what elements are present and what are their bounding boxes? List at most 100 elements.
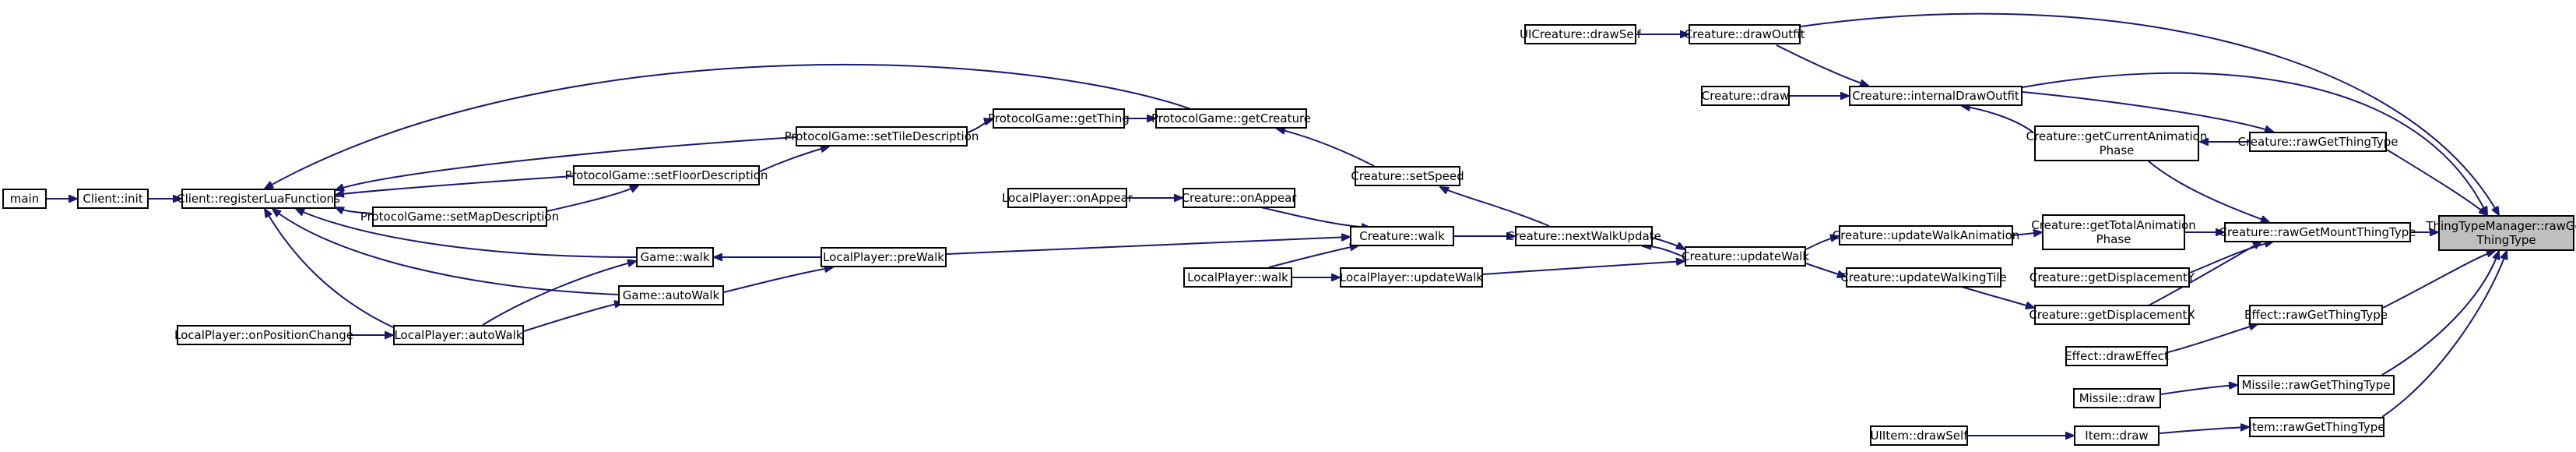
node-label: Missile::rawGetThingType (2241, 378, 2390, 392)
node-box (821, 247, 947, 267)
graph-node[interactable]: UICreature::drawSelf (1520, 24, 1642, 44)
node-label: Missile::draw (2079, 391, 2156, 405)
nodes-layer: ThingTypeManager::rawGetThingType UICreat… (2, 24, 2576, 446)
graph-node[interactable]: Creature::onAppear (1182, 188, 1298, 208)
node-label: ProtocolGame::setTileDescription (785, 129, 979, 143)
graph-node[interactable]: Client::init (77, 189, 149, 209)
node-box (993, 108, 1125, 129)
node-label: LocalPlayer::updateWalk (1340, 270, 1483, 284)
node-label: Game::autoWalk (623, 288, 720, 302)
node-label: Effect::drawEffect (2065, 349, 2169, 363)
edge-line (2022, 72, 2487, 215)
graph-node[interactable]: Creature::updateWalk (1682, 246, 1809, 267)
graph-node[interactable]: ProtocolGame::setFloorDescription (565, 165, 768, 185)
graph-node[interactable]: Creature::rawGetThingType (2238, 132, 2399, 152)
node-box (1515, 226, 1653, 246)
graph-node[interactable]: ProtocolGame::getThing (988, 108, 1130, 129)
node-label: Client::init (83, 192, 142, 206)
node-label: LocalPlayer::onAppear (1002, 191, 1133, 205)
edge-pgsmd-to-crlf (336, 207, 373, 214)
graph-node[interactable]: ProtocolGame::setTileDescription (785, 126, 979, 147)
edge-line (2148, 242, 2261, 306)
node-box (2224, 222, 2411, 242)
node-label: Phase (2100, 143, 2135, 157)
edge-cnwu-to-cspeed (1440, 187, 1550, 227)
node-label: Creature::onAppear (1182, 191, 1298, 205)
node-box (1183, 188, 1295, 208)
graph-node[interactable]: Creature::setSpeed (1351, 166, 1464, 186)
edge-cnwu-to-cuw (1652, 237, 1685, 249)
node-label: Creature::walk (1359, 229, 1445, 243)
graph-node[interactable]: main (2, 189, 47, 209)
node-box (1839, 225, 2013, 245)
node-box (181, 189, 336, 209)
edge-line (2148, 161, 2269, 222)
graph-node[interactable]: ProtocolGame::getCreature (1151, 108, 1311, 129)
node-box (1183, 267, 1292, 288)
graph-node[interactable]: LocalPlayer::preWalk (821, 247, 947, 267)
edge-lpprew-to-cwalk (946, 237, 1350, 255)
graph-node[interactable]: Client::registerLuaFunctions (177, 189, 340, 209)
edge-pgsmd-to-pgsfd (546, 185, 638, 212)
graph-node[interactable]: Game::walk (636, 247, 714, 267)
edge-line (546, 185, 638, 212)
graph-node[interactable]: Creature::updateWalkAnimation (1833, 225, 2020, 245)
graph-node[interactable]: LocalPlayer::walk (1183, 267, 1292, 288)
graph-node[interactable]: Item::draw (2074, 426, 2160, 446)
node-box (1524, 24, 1636, 44)
node-label: Creature::getDisplacementX (2029, 308, 2195, 322)
node-label: Effect::rawGetThingType (2244, 308, 2388, 322)
edge-line (2189, 242, 2273, 274)
edge-ido-to-crgtt (2022, 91, 2273, 132)
node-label: Item::rawGetThingType (2249, 420, 2385, 434)
graph-node[interactable]: Creature::updateWalkingTile (1840, 267, 2007, 288)
graph-node[interactable]: Creature::drawOutfit (1685, 24, 1805, 44)
graph-node[interactable]: Game::autoWalk (618, 285, 724, 305)
edge-line (336, 175, 574, 195)
edge-line (2022, 91, 2273, 132)
node-box (2237, 375, 2395, 395)
node-label: Creature::setSpeed (1351, 169, 1464, 183)
graph-node[interactable]: Creature::draw (1701, 86, 1790, 106)
node-label: ProtocolGame::setFloorDescription (565, 168, 768, 182)
node-label: Game::walk (640, 250, 709, 264)
graph-node[interactable]: Effect::drawEffect (2065, 346, 2169, 366)
edge-line (1800, 12, 2499, 215)
edge-line (2012, 232, 2042, 235)
root-node[interactable]: ThingTypeManager::rawGetThingType (2425, 215, 2576, 251)
node-label: Phase (2096, 232, 2131, 246)
graph-node[interactable]: Creature::nextWalkUpdate (1506, 226, 1661, 246)
graph-node[interactable]: UIItem::drawSelf (1870, 426, 1968, 446)
edge-line (1440, 187, 1550, 227)
edge-line (272, 209, 619, 295)
node-box (1340, 267, 1483, 288)
graph-node[interactable]: Creature::walk (1350, 226, 1454, 246)
graph-node[interactable]: LocalPlayer::onPositionChange (174, 325, 353, 345)
edge-line (1652, 237, 1685, 249)
edge-line (2386, 149, 2487, 215)
node-box (796, 126, 968, 147)
node-box (1846, 267, 2001, 288)
graph-node[interactable]: Creature::internalDrawOutfit (1849, 86, 2022, 106)
node-label: Item::draw (2085, 429, 2148, 443)
edge-cuw-to-cnwu (1643, 246, 1685, 258)
graph-node[interactable]: Missile::draw (2073, 388, 2161, 408)
edge-pggc-to-crlf (265, 63, 1192, 189)
graph-node[interactable]: ProtocolGame::setMapDescription (360, 207, 559, 227)
edge-crgtt-to-root (2386, 149, 2487, 215)
edge-ido-to-root (2022, 72, 2487, 215)
graph-node[interactable]: Item::rawGetThingType (2249, 417, 2385, 437)
node-label: Creature::updateWalkAnimation (1833, 228, 2020, 242)
graph-node[interactable]: LocalPlayer::updateWalk (1340, 267, 1483, 288)
graph-node[interactable]: LocalPlayer::autoWalk (393, 325, 524, 345)
graph-node[interactable]: Creature::rawGetMountThingType (2219, 222, 2416, 242)
graph-node[interactable]: Creature::getDisplacementX (2029, 305, 2195, 325)
edge-drawoutfit-to-root (1800, 12, 2499, 215)
graph-node[interactable]: Missile::rawGetThingType (2237, 375, 2395, 395)
node-box (1007, 188, 1127, 208)
graph-node[interactable]: LocalPlayer::onAppear (1002, 188, 1133, 208)
graph-node[interactable]: Creature::getDisplacementY (2030, 267, 2195, 288)
graph-node[interactable]: Effect::rawGetThingType (2244, 305, 2388, 325)
